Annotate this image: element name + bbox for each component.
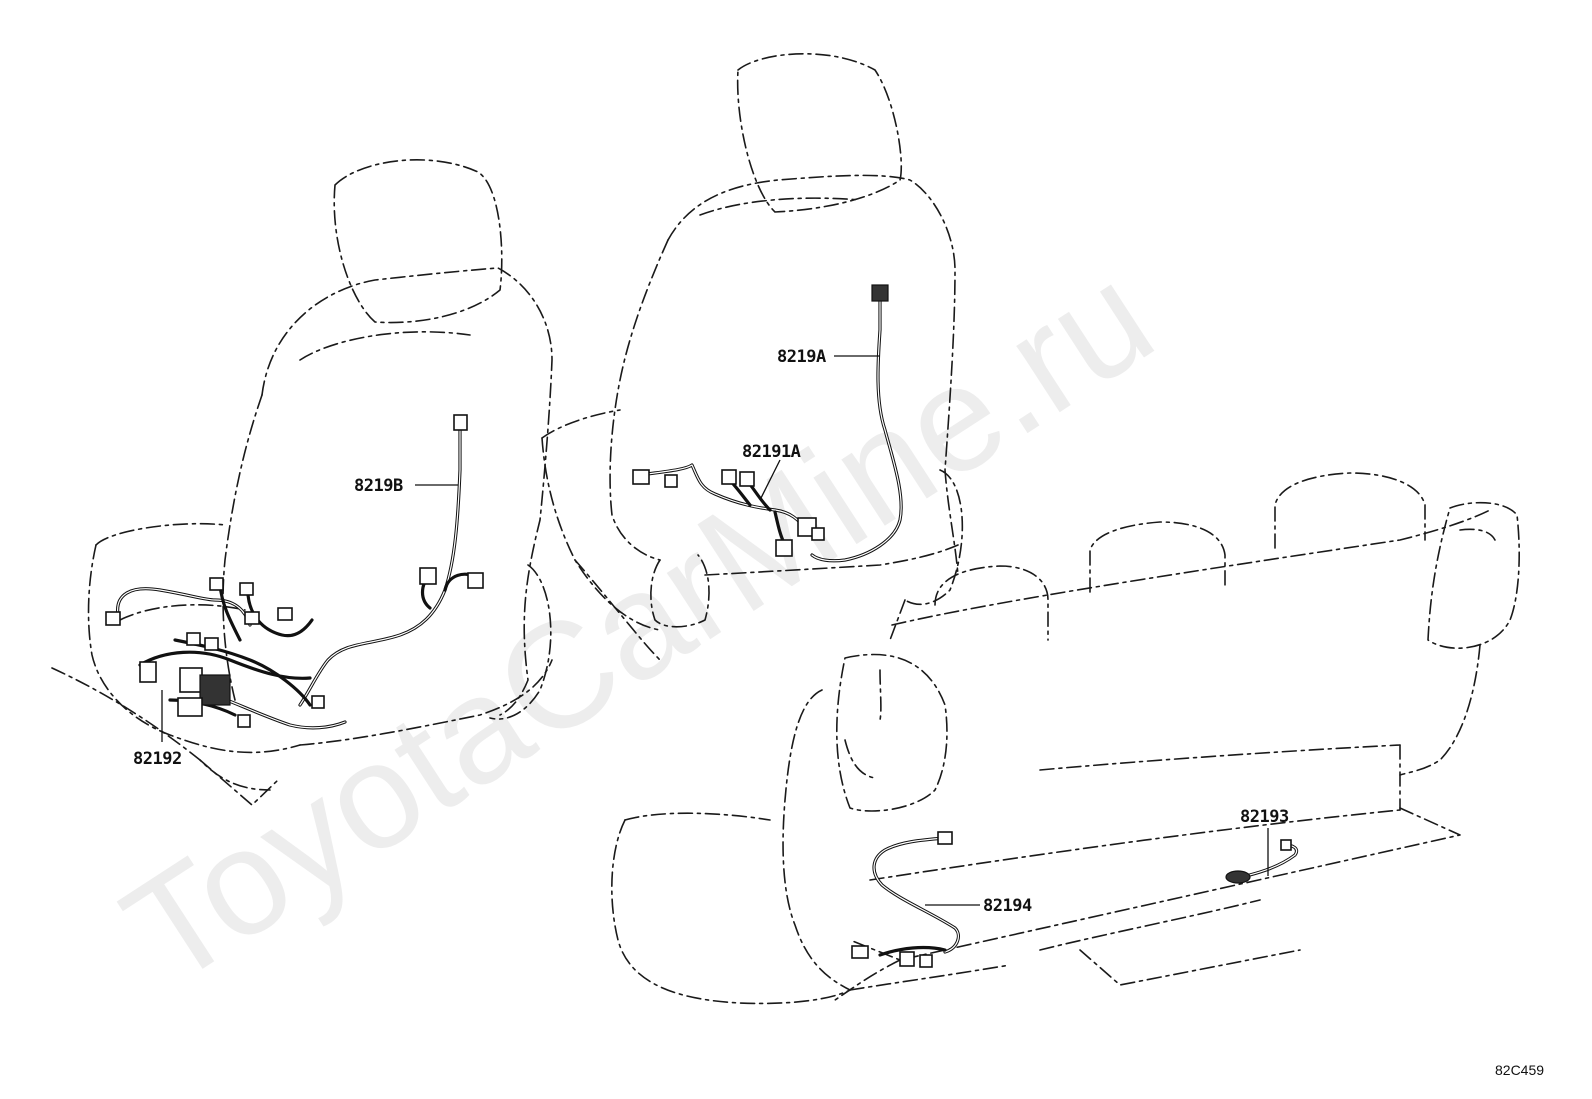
part-label-82194: 82194 <box>983 896 1032 916</box>
front-right-seat-wire-harness <box>632 284 903 563</box>
figure-code: 82C459 <box>1495 1062 1544 1078</box>
rear-bench-seat <box>611 472 1520 1005</box>
rear-seat-wire-harness <box>851 831 1299 968</box>
leader-lines <box>161 355 1269 906</box>
part-label-82193: 82193 <box>1240 807 1289 827</box>
part-labels: 8219A 82191A 8219B 82192 82193 82194 <box>133 347 1289 916</box>
part-label-82191a: 82191A <box>742 442 801 462</box>
part-label-8219a: 8219A <box>777 347 826 367</box>
front-right-seat <box>541 52 964 661</box>
front-left-seat-wire-harness <box>105 414 484 730</box>
part-label-8219b: 8219B <box>354 476 403 496</box>
front-left-seat <box>51 159 553 806</box>
part-label-82192: 82192 <box>133 749 182 769</box>
